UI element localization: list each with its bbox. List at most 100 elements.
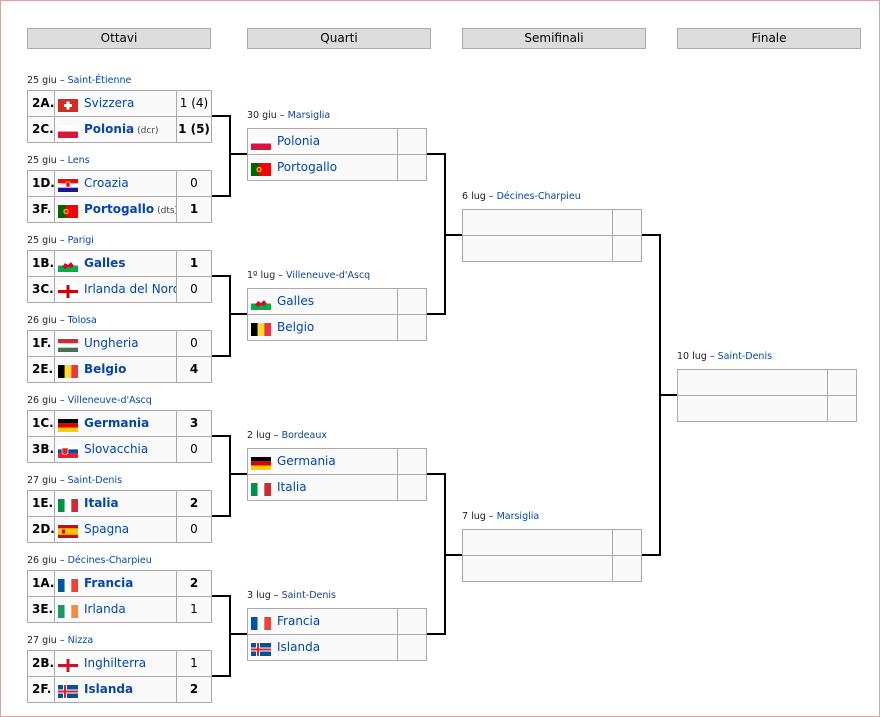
date-venue-separator: – (56, 475, 68, 486)
connector-line (212, 355, 230, 357)
date-venue-separator: – (485, 191, 497, 202)
team-name-link[interactable]: Belgio (84, 362, 127, 376)
match-info: 6 lug – Décines-Charpieu (462, 191, 581, 203)
connector-line (642, 554, 660, 556)
match-venue-link[interactable]: Décines-Charpieu (496, 191, 581, 202)
match-info: 26 giu – Villeneuve-d'Ascq (27, 395, 152, 407)
iceland-flag-icon (58, 682, 78, 698)
team-cell: Islanda (54, 676, 177, 703)
team-name-link[interactable]: Belgio (277, 320, 315, 334)
match-info: 26 giu – Décines-Charpieu (27, 555, 152, 567)
match-info: 25 giu – Saint-Étienne (27, 75, 131, 87)
team-cell (677, 395, 828, 422)
match-venue-link[interactable]: Décines-Charpieu (67, 555, 152, 566)
team-seed: 3B. (27, 436, 55, 463)
match-venue-link[interactable]: Bordeaux (281, 430, 327, 441)
connector-line (229, 115, 231, 197)
match-date: 30 giu (247, 110, 277, 121)
match-venue-link[interactable]: Parigi (67, 235, 94, 246)
match-venue-link[interactable]: Saint-Denis (67, 475, 123, 486)
team-score (612, 529, 642, 556)
match-info: 10 lug – Saint-Denis (677, 351, 772, 363)
team-name-link[interactable]: Irlanda del Nord (84, 282, 177, 296)
match-date: 27 giu (27, 475, 57, 486)
team-score (397, 608, 427, 635)
team-name-link[interactable]: Croazia (84, 176, 129, 190)
team-score (397, 474, 427, 501)
match-venue-link[interactable]: Marsiglia (496, 511, 540, 522)
team-name-link[interactable]: Portogallo (277, 160, 338, 174)
portugal-flag-icon (58, 202, 78, 218)
connector-line (427, 633, 445, 635)
match-venue-link[interactable]: Saint-Denis (717, 351, 773, 362)
team-name-link[interactable]: Svizzera (84, 96, 135, 110)
team-cell: Belgio (247, 314, 398, 341)
match-venue-link[interactable]: Saint-Denis (281, 590, 336, 601)
connector-line (427, 313, 445, 315)
wales-flag-icon (251, 294, 271, 310)
wales-flag-icon (58, 256, 78, 272)
team-cell: Francia (54, 570, 177, 597)
team-score: 2 (176, 570, 212, 597)
team-name-link[interactable]: Italia (84, 496, 119, 510)
date-venue-separator: – (270, 430, 282, 441)
team-name-link[interactable]: Galles (277, 294, 314, 308)
team-name-link[interactable]: Islanda (84, 682, 134, 696)
team-seed: 3C. (27, 276, 55, 303)
team-name-link[interactable]: Spagna (84, 522, 130, 536)
connector-line (212, 595, 230, 597)
connector-line (660, 394, 677, 396)
connector-line (230, 633, 247, 635)
match-venue-link[interactable]: Nizza (67, 635, 94, 646)
match-date: 25 giu (27, 75, 57, 86)
team-name-link[interactable]: Inghilterra (84, 656, 147, 670)
team-name-link[interactable]: Polonia (84, 122, 135, 136)
match-venue-link[interactable]: Villeneuve-d'Ascq (286, 270, 371, 281)
team-score: 3 (176, 410, 212, 437)
team-name-link[interactable]: Slovacchia (84, 442, 149, 456)
match-info: 2 lug – Bordeaux (247, 430, 327, 442)
poland-flag-icon (251, 134, 271, 150)
team-name-link[interactable]: Polonia (277, 134, 321, 148)
team-cell: Croazia (54, 170, 177, 197)
italy-flag-icon (58, 496, 78, 512)
team-score: 0 (176, 276, 212, 303)
france-flag-icon (251, 614, 271, 630)
date-venue-separator: – (485, 511, 497, 522)
match-venue-link[interactable]: Saint-Étienne (67, 75, 132, 86)
team-name-link[interactable]: Francia (277, 614, 321, 628)
match-venue-link[interactable]: Lens (67, 155, 90, 166)
germany-flag-icon (251, 454, 271, 470)
connector-line (229, 435, 231, 517)
team-name-link[interactable]: Galles (84, 256, 126, 270)
team-name-link[interactable]: Germania (277, 454, 336, 468)
team-name-link[interactable]: Italia (277, 480, 307, 494)
team-name-link[interactable]: Irlanda (84, 602, 126, 616)
connector-line (212, 675, 230, 677)
match-venue-link[interactable]: Tolosa (67, 315, 97, 326)
team-cell: Islanda (247, 634, 398, 661)
team-score: 0 (176, 436, 212, 463)
team-seed: 2D. (27, 516, 55, 543)
match-venue-link[interactable]: Villeneuve-d'Ascq (67, 395, 152, 406)
match-venue-link[interactable]: Marsiglia (287, 110, 331, 121)
team-name-link[interactable]: Germania (84, 416, 150, 430)
team-name-link[interactable]: Islanda (277, 640, 321, 654)
team-cell (462, 209, 613, 236)
connector-line (230, 313, 247, 315)
connector-line (229, 595, 231, 677)
team-cell (677, 369, 828, 396)
team-name-link[interactable]: Portogallo (84, 202, 155, 216)
team-score: 1 (5) (176, 116, 212, 143)
date-venue-separator: – (276, 110, 288, 121)
team-seed: 1C. (27, 410, 55, 437)
date-venue-separator: – (56, 555, 68, 566)
team-score: 1 (176, 250, 212, 277)
belgium-flag-icon (251, 320, 271, 336)
team-score (397, 128, 427, 155)
round-header-ottavi: Ottavi (27, 28, 211, 49)
team-seed: 1F. (27, 330, 55, 357)
team-cell: Irlanda del Nord (54, 276, 177, 303)
team-name-link[interactable]: Francia (84, 576, 134, 590)
team-name-link[interactable]: Ungheria (84, 336, 139, 350)
